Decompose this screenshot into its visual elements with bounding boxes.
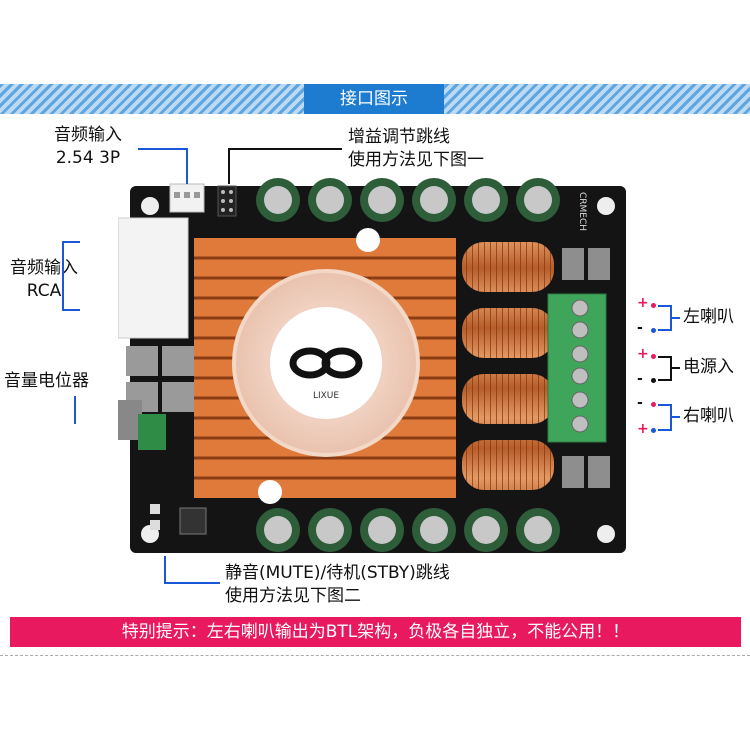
label-audio-in-rca: 音频输入 RCA xyxy=(0,257,88,303)
label-mute-standby-line2: 使用方法见下图二 xyxy=(225,586,361,606)
label-audio-in-3p-line2: 2.54 3P xyxy=(55,148,121,168)
label-mute-standby-line1: 静音(MUTE)/待机(STBY)跳线 xyxy=(225,563,450,583)
terminal-sign-2: - xyxy=(637,320,643,336)
label-power-in: 电源入 xyxy=(683,357,734,377)
leader-line-3p-down xyxy=(186,148,188,184)
dot-power-plus xyxy=(651,354,656,359)
label-audio-in-rca-line2: RCA xyxy=(26,281,62,301)
warning-banner: 特别提示：左右喇叭输出为BTL架构，负极各自独立，不能公用！！ xyxy=(10,617,741,647)
label-mute-standby: 静音(MUTE)/待机(STBY)跳线 使用方法见下图二 xyxy=(225,562,525,608)
label-gain-jumper-line2: 使用方法见下图一 xyxy=(348,150,484,170)
bracket-left-speaker xyxy=(658,305,672,331)
dot-left-minus xyxy=(651,328,656,333)
leader-line-gain-down xyxy=(228,148,230,184)
leader-line-pot xyxy=(74,396,76,424)
bracket-right-speaker xyxy=(658,404,672,431)
terminal-sign-1: + xyxy=(637,295,649,311)
leader-line-mute xyxy=(164,556,166,584)
label-volume-pot: 音量电位器 xyxy=(4,371,89,391)
terminal-sign-4: - xyxy=(637,371,643,387)
label-left-speaker: 左喇叭 xyxy=(683,307,734,327)
bracket-left-stub xyxy=(672,317,680,319)
label-gain-jumper-line1: 增益调节跳线 xyxy=(348,127,450,147)
leader-line-rca-bottom xyxy=(62,309,80,311)
label-audio-in-rca-line1: 音频输入 xyxy=(10,258,78,278)
amplifier-board-image: CRMECH LIXUE xyxy=(118,178,626,553)
dot-power-minus xyxy=(651,378,656,383)
leader-line-3p xyxy=(138,148,188,150)
dot-left-plus xyxy=(651,303,656,308)
dot-right-plus xyxy=(651,428,656,433)
label-audio-in-3p-line1: 音频输入 xyxy=(54,125,122,145)
terminal-sign-6: + xyxy=(637,421,649,437)
label-right-speaker: 右喇叭 xyxy=(683,406,734,426)
bracket-right-stub xyxy=(672,416,680,418)
terminal-sign-3: + xyxy=(637,346,649,362)
label-gain-jumper: 增益调节跳线 使用方法见下图一 xyxy=(348,126,548,172)
page-title: 接口图示 xyxy=(304,84,444,114)
leader-line-gain xyxy=(228,148,342,150)
board-brand-silk: CRMECH xyxy=(577,192,587,231)
label-audio-in-3p: 音频输入 2.54 3P xyxy=(40,124,136,170)
fan-logo-text: LIXUE xyxy=(313,391,339,401)
divider-dashed xyxy=(0,655,750,656)
leader-line-rca xyxy=(62,241,64,311)
bracket-power-in xyxy=(658,356,672,381)
bracket-power-stub xyxy=(672,367,680,369)
leader-line-rca-top xyxy=(62,241,80,243)
leader-line-mute-horizontal xyxy=(164,582,220,584)
dot-right-minus xyxy=(651,402,656,407)
terminal-sign-5: - xyxy=(637,395,643,411)
